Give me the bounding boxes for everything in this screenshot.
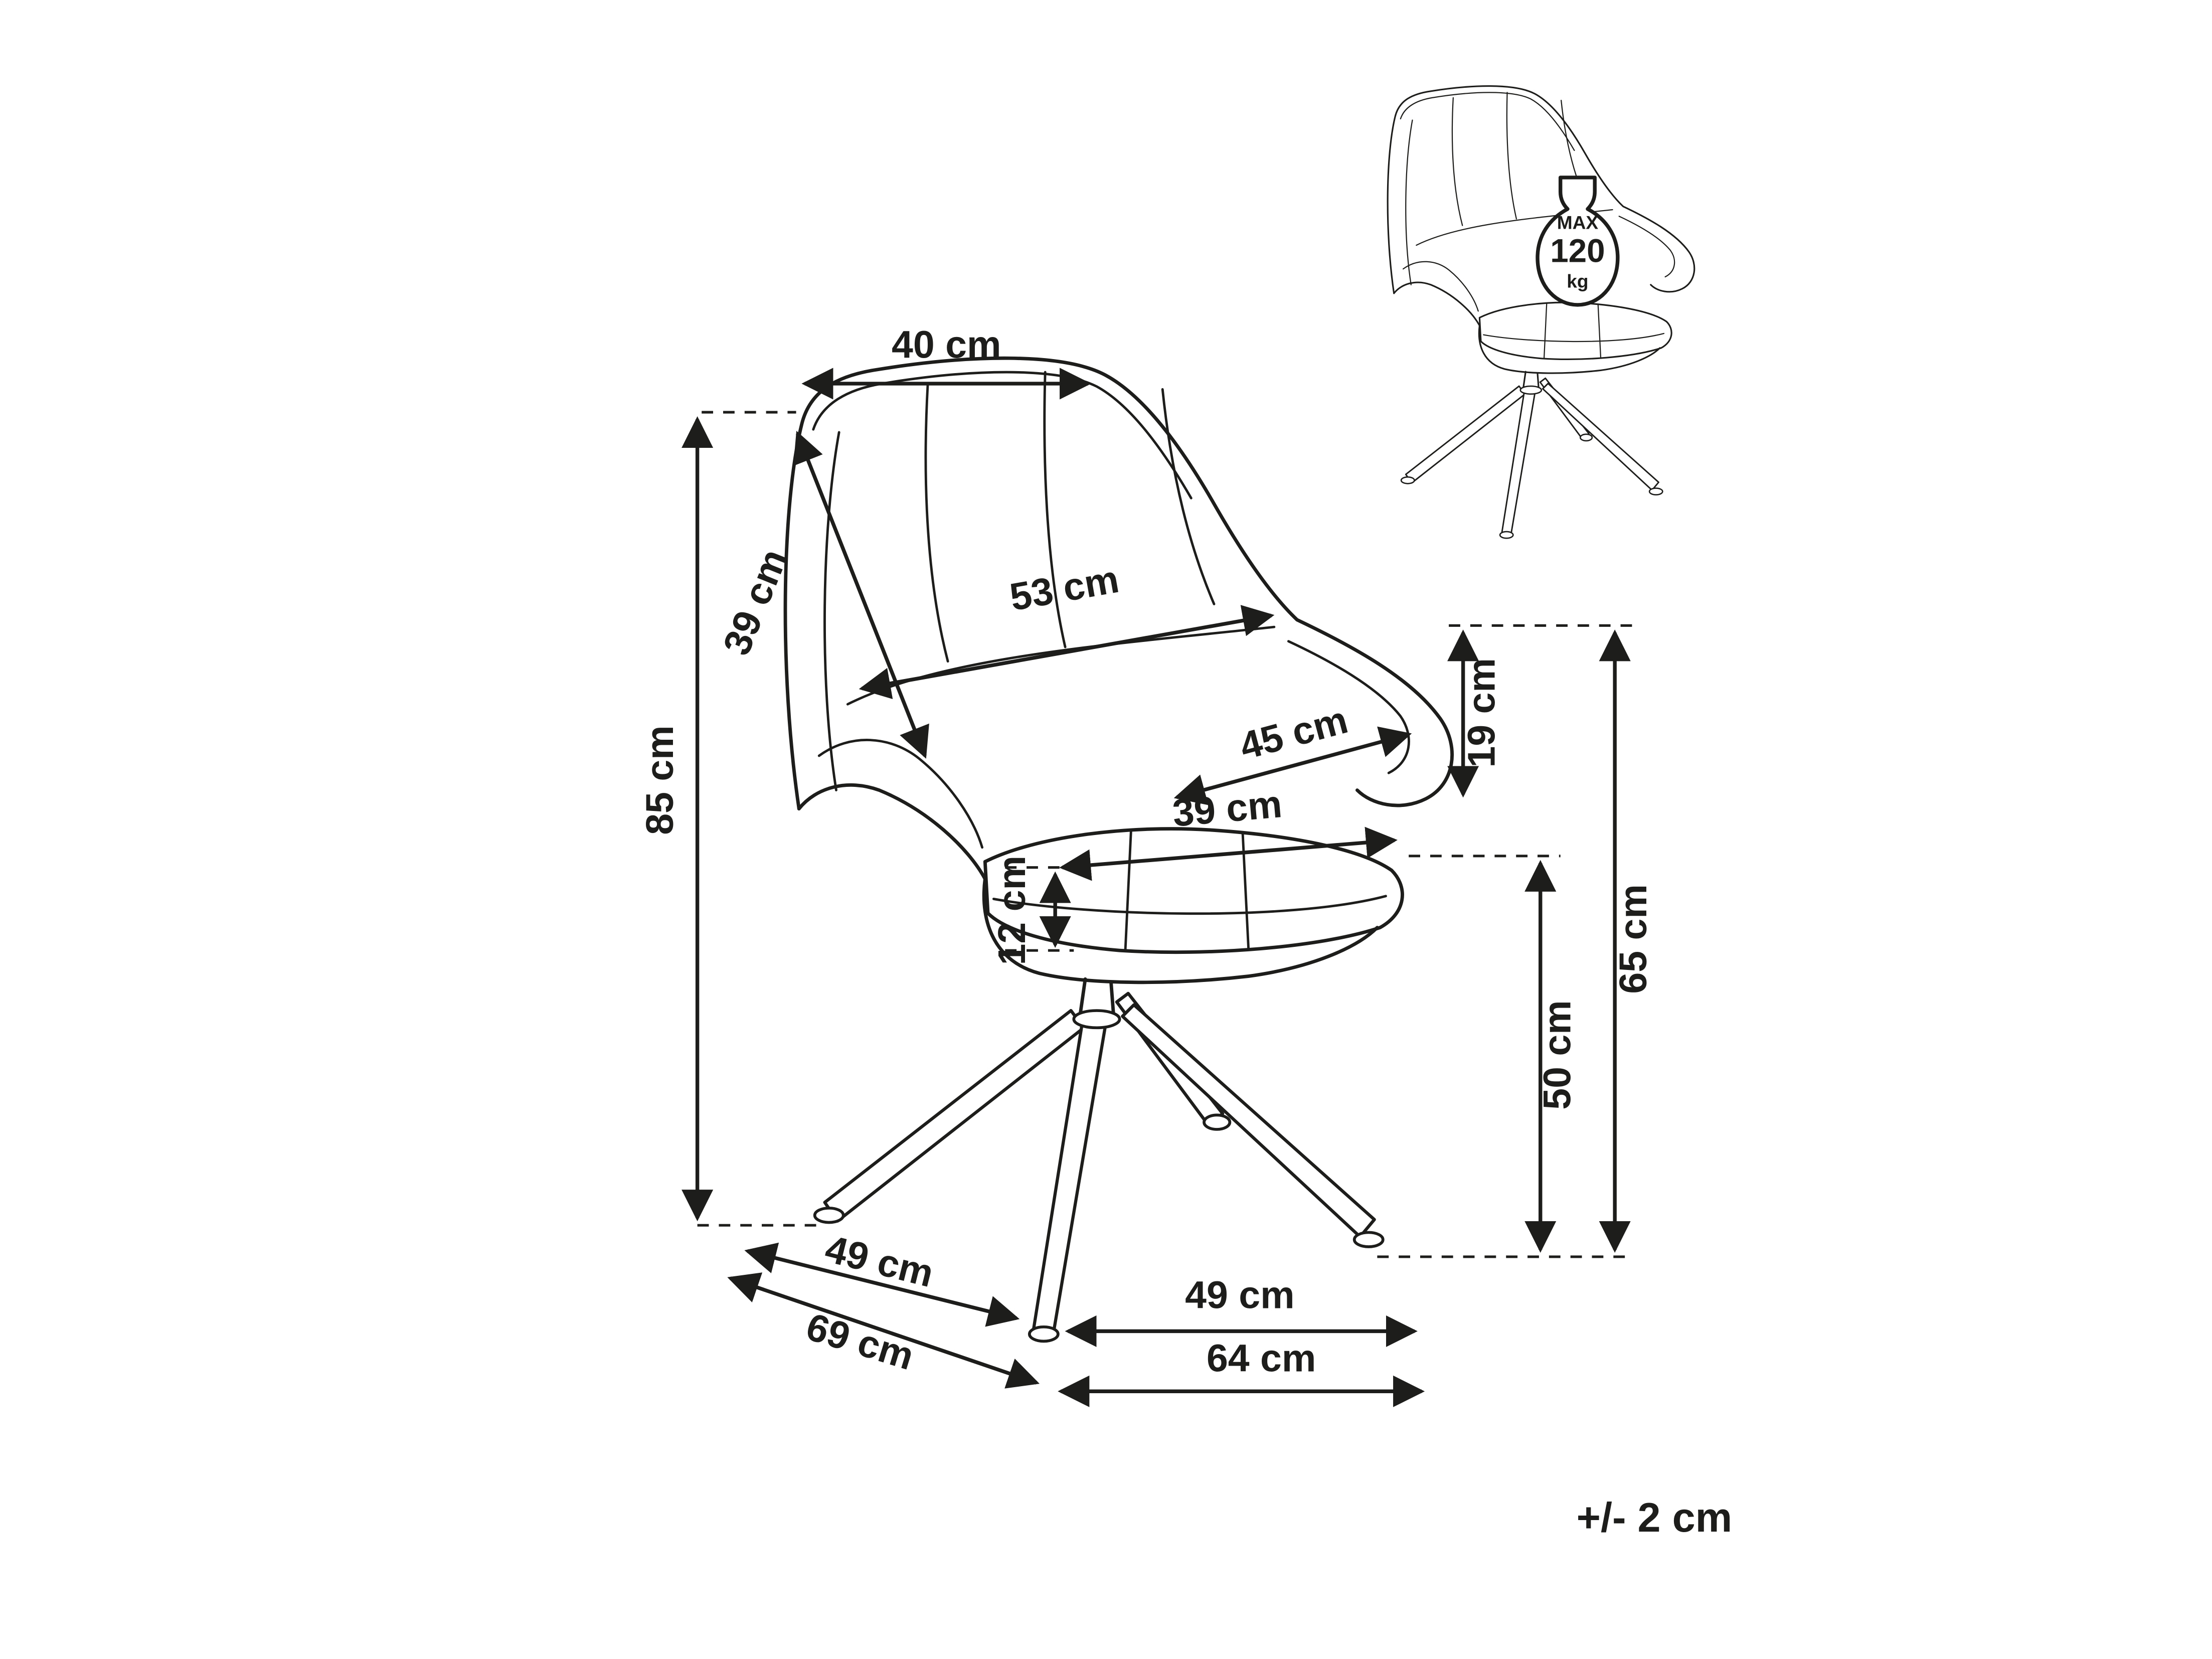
tolerance-note: +/- 2 cm (1577, 1494, 1733, 1541)
dim-label-total-depth: 69 cm (801, 1305, 919, 1378)
chair-inset-art (1387, 85, 1695, 539)
dim-label-armrest-to-seat: 19 cm (1460, 658, 1503, 767)
max-load-label-kg: kg (1567, 271, 1588, 292)
dim-arrow-seat-depth (1173, 726, 1412, 805)
dim-label-armrest-height: 65 cm (1612, 884, 1655, 993)
dimension-arrows (682, 368, 1631, 1407)
dim-arrow-backrest-height (793, 430, 929, 759)
dim-label-total-height: 85 cm (638, 725, 682, 835)
dim-label-inner-back-width: 53 cm (1006, 558, 1122, 619)
dim-label-total-width: 64 cm (1207, 1337, 1316, 1380)
max-load-icon: MAX 120 kg (1536, 176, 1620, 307)
dim-label-seat-thickness: 12 cm (990, 856, 1034, 965)
chair-inset-drawing: MAX 120 kg (1387, 85, 1695, 539)
dimension-labels: 40 cm 39 cm 85 cm 53 cm 45 cm 39 cm 19 c… (638, 323, 1655, 1380)
dim-label-backrest-top-width: 40 cm (892, 323, 1001, 367)
max-load-label-120: 120 (1550, 232, 1605, 269)
dim-arrow-inner-back-width (859, 605, 1275, 699)
dim-arrow-total-depth (727, 1272, 1040, 1389)
dim-label-seat-width: 39 cm (1171, 782, 1284, 835)
dim-label-seat-depth: 45 cm (1235, 698, 1352, 768)
max-load-label-max: MAX (1557, 212, 1599, 233)
dim-label-base-width: 49 cm (1185, 1274, 1294, 1317)
dim-label-seat-height: 50 cm (1536, 1000, 1579, 1109)
dim-arrow-seat-width (1059, 826, 1398, 881)
chair-drawing (785, 358, 1452, 1341)
